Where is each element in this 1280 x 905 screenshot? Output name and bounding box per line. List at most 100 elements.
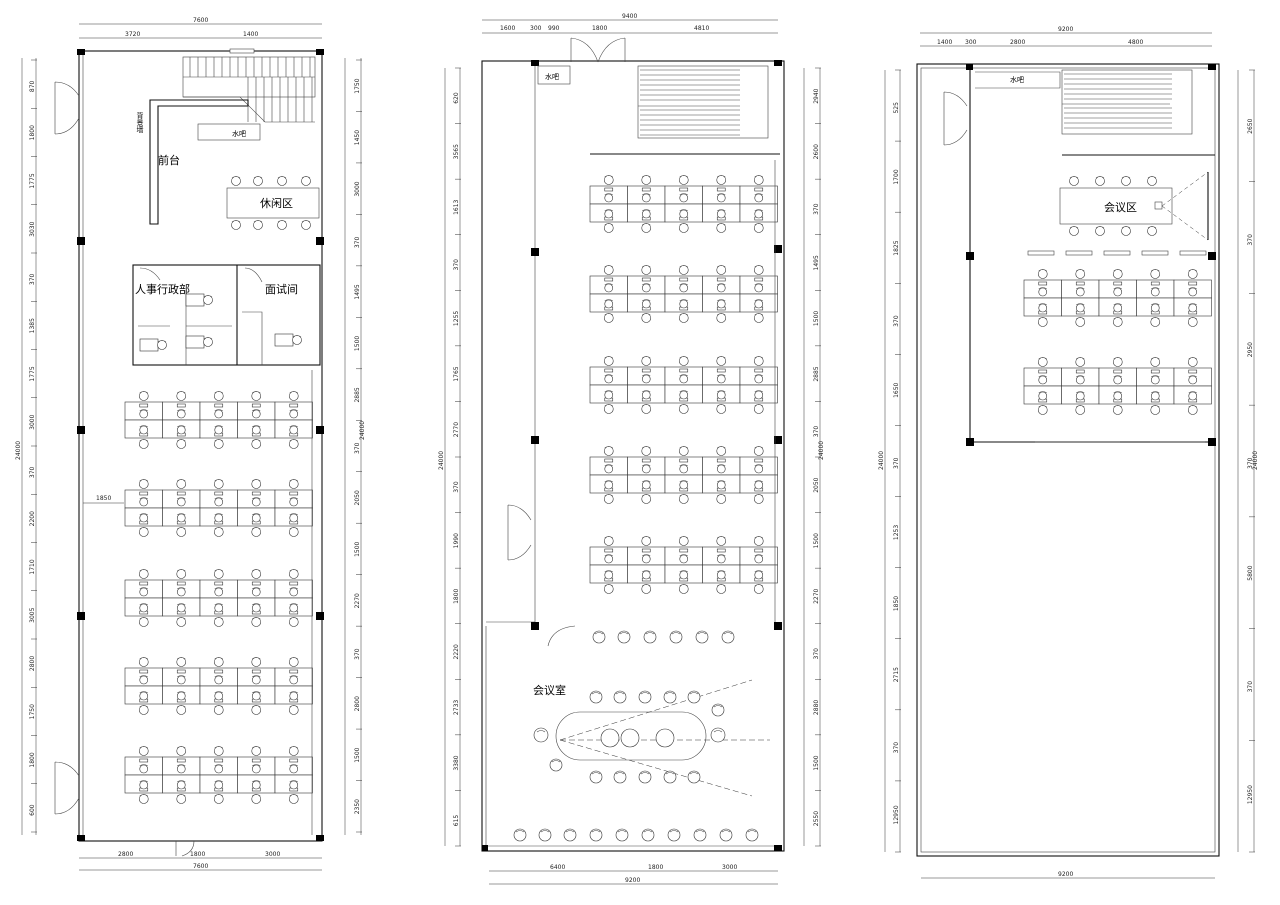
plan-3-columns	[966, 64, 1216, 446]
chair	[138, 479, 149, 489]
chair	[214, 780, 224, 790]
chair	[138, 391, 149, 401]
chair	[301, 176, 311, 186]
plan-3-workstations	[1023, 269, 1212, 415]
chair	[289, 497, 299, 507]
chair	[753, 175, 764, 185]
water-bar-counter	[197, 123, 261, 141]
chair	[1075, 391, 1085, 401]
p3-right-dim-3: 370	[1247, 457, 1254, 469]
chair	[716, 175, 727, 185]
monitor	[251, 669, 261, 674]
monitor	[754, 187, 764, 192]
monitor	[1113, 281, 1123, 286]
chair	[251, 479, 262, 489]
chair	[138, 439, 149, 449]
p3-left-dim-0: 525	[893, 102, 900, 114]
reception-label: 前台	[158, 153, 180, 167]
workstation-pair	[1098, 269, 1137, 327]
chair	[288, 617, 299, 627]
p1-right-dim-2: 3000	[354, 181, 361, 196]
workstation-pair	[237, 746, 276, 804]
p2-right-dim-7: 2050	[813, 477, 820, 492]
chair	[213, 391, 224, 401]
monitor	[1150, 369, 1160, 374]
p3-left-dim-8: 2715	[893, 667, 900, 682]
chair	[213, 527, 224, 537]
workstation-pair	[1023, 269, 1062, 327]
chair	[1095, 176, 1105, 186]
p1-bot-seg-1: 2800	[118, 851, 133, 858]
chair	[679, 390, 689, 400]
chair	[753, 313, 764, 323]
monitor	[679, 187, 689, 192]
p2-top-seg-5: 4810	[694, 25, 709, 32]
chair	[753, 446, 764, 456]
chair	[603, 223, 614, 233]
monitor	[214, 669, 224, 674]
chair	[176, 603, 186, 613]
plan-3-outer-wall	[916, 63, 1220, 857]
plan-2-outer-wall	[481, 60, 785, 852]
plan-3-water-bar-label: 水吧	[1010, 75, 1024, 84]
chair	[693, 828, 707, 842]
monitor	[1038, 369, 1048, 374]
chair	[1075, 269, 1086, 279]
chair	[679, 554, 689, 564]
chair	[176, 780, 186, 790]
p3-right-dim-4: 5800	[1247, 565, 1254, 580]
monitor	[289, 758, 299, 763]
chair	[1112, 317, 1123, 327]
chair	[213, 746, 224, 756]
monitor	[604, 277, 614, 282]
chair	[139, 425, 149, 435]
workstation-pair	[274, 569, 313, 627]
p3-right-total: 24000	[1252, 451, 1259, 470]
chair	[176, 425, 186, 435]
chair	[176, 705, 187, 715]
p2-right-dim-12: 1500	[813, 755, 820, 770]
chair	[251, 780, 261, 790]
chair	[638, 770, 652, 784]
chair	[716, 193, 726, 203]
p1-left-dim-15: 600	[29, 804, 36, 816]
p1-left-dim-0: 870	[29, 80, 36, 92]
chair	[288, 479, 299, 489]
chair	[603, 175, 614, 185]
chair	[1150, 269, 1161, 279]
chair	[1113, 391, 1123, 401]
chair	[1038, 391, 1048, 401]
chair	[641, 223, 652, 233]
chair	[1113, 303, 1123, 313]
chair	[1037, 405, 1048, 415]
monitor	[754, 277, 764, 282]
p1-right-dim-13: 1500	[354, 747, 361, 762]
chair	[139, 497, 149, 507]
chair	[289, 780, 299, 790]
chair	[139, 587, 149, 597]
workstation-pair	[702, 536, 741, 594]
chair	[716, 209, 726, 219]
chair	[716, 374, 726, 384]
chair	[176, 675, 186, 685]
chair	[214, 603, 224, 613]
chair	[716, 299, 726, 309]
chair	[157, 340, 167, 350]
p2-left-dim-12: 3380	[453, 755, 460, 770]
chair	[1113, 287, 1123, 297]
chair	[589, 770, 603, 784]
chair	[176, 527, 187, 537]
chair	[719, 828, 733, 842]
chair	[641, 313, 652, 323]
plan-1-workstations	[124, 391, 313, 804]
p3-top-seg-1: 1400	[937, 39, 952, 46]
chair	[641, 446, 652, 456]
meeting-area-table	[1059, 187, 1173, 225]
chair	[641, 584, 652, 594]
p1-left-dim-14: 1800	[29, 752, 36, 767]
chair	[641, 175, 652, 185]
p2-left-dim-8: 1990	[453, 533, 460, 548]
p1-right-dim-10: 2270	[354, 593, 361, 608]
workstation-pair	[589, 356, 628, 414]
chair	[251, 617, 262, 627]
